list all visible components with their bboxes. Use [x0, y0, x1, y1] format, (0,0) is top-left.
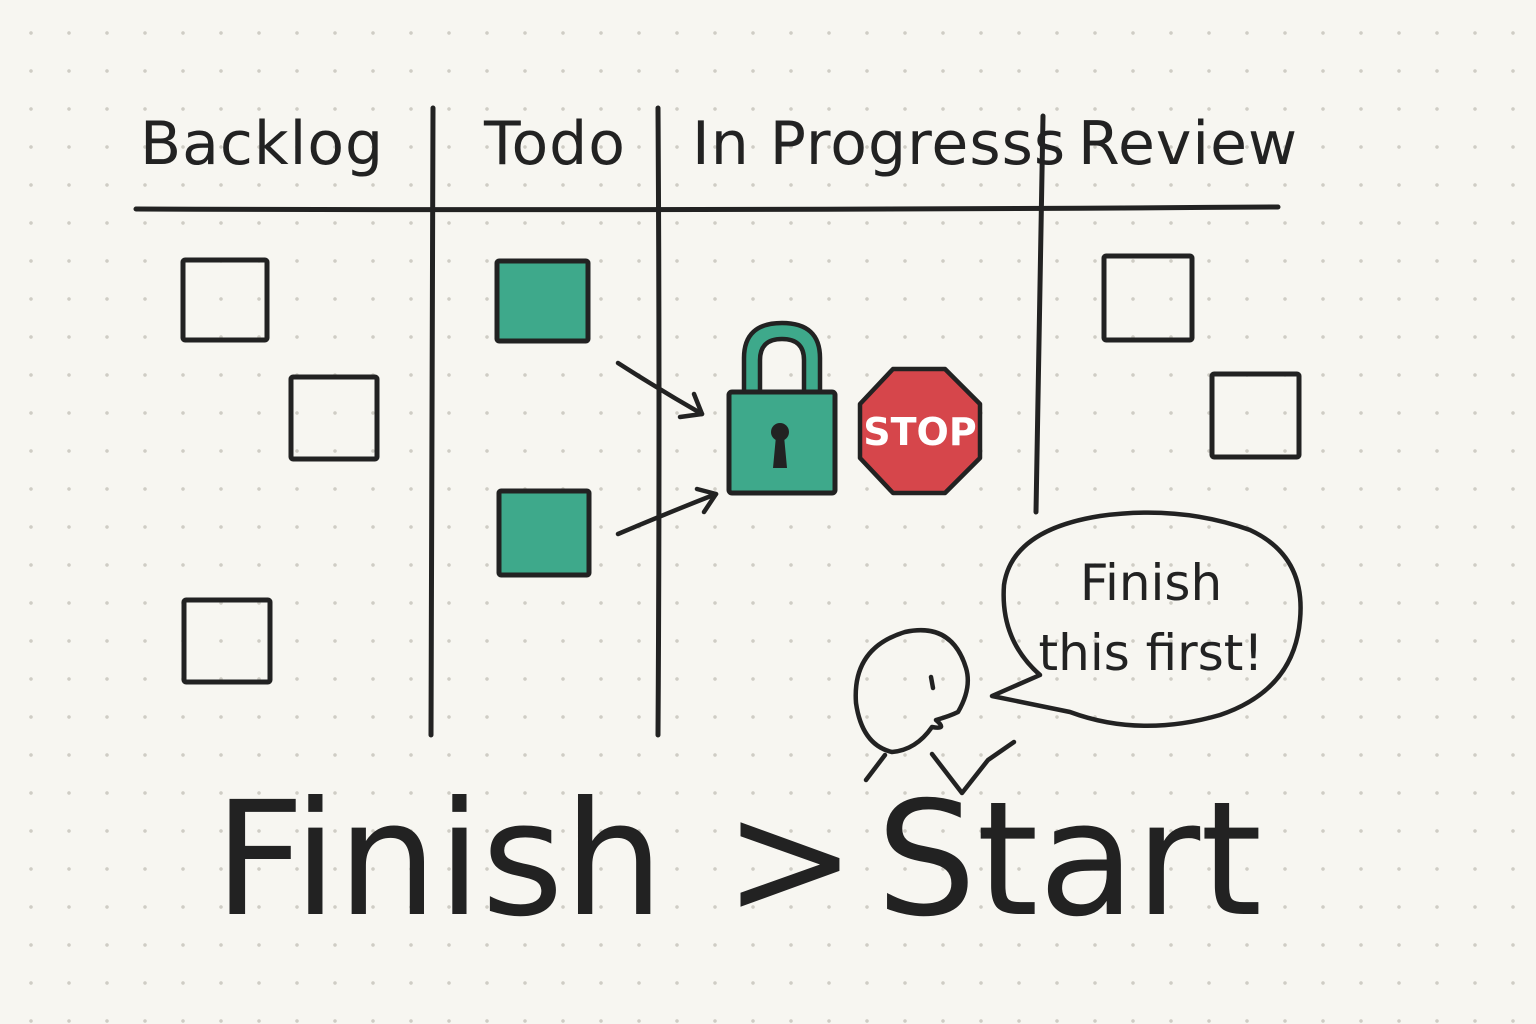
card-todo-2: [496, 488, 592, 578]
speech-bubble-line-2: this first!: [1038, 624, 1264, 682]
stick-figure-icon: [853, 627, 1017, 796]
slogan-operator: >: [723, 768, 857, 952]
arrow-todo-2-to-lock: [615, 491, 719, 537]
card-review-1: [1101, 253, 1195, 343]
column-divider-2: [655, 105, 662, 738]
stop-sign-text: STOP: [863, 410, 976, 454]
arrow-head-2: [694, 486, 719, 515]
card-todo-1: [494, 258, 591, 344]
column-header-backlog: Backlog: [140, 109, 385, 179]
column-header-todo: Todo: [484, 109, 626, 179]
column-divider-3: [1033, 113, 1046, 515]
header-divider-line: [133, 204, 1281, 213]
arrow-todo-1-to-lock: [615, 360, 705, 417]
slogan-right: Start: [876, 768, 1263, 952]
stop-sign-icon: STOP: [857, 366, 983, 496]
card-backlog-1: [180, 257, 270, 343]
card-backlog-3: [181, 597, 273, 685]
column-header-review: Review: [1078, 109, 1299, 179]
card-backlog-2: [288, 374, 380, 462]
speech-bubble-text: Finish this first!: [1026, 548, 1276, 688]
slogan: Finish >Start: [214, 770, 1262, 950]
column-divider-1: [428, 105, 436, 738]
slogan-left: Finish: [214, 768, 664, 952]
speech-bubble: [989, 510, 1303, 729]
padlock-icon: [726, 320, 838, 496]
arrow-head-1: [677, 391, 705, 420]
column-header-in-progress: In Progresss: [692, 109, 1067, 179]
speech-bubble-line-1: Finish: [1079, 554, 1223, 612]
card-review-2: [1209, 371, 1302, 460]
